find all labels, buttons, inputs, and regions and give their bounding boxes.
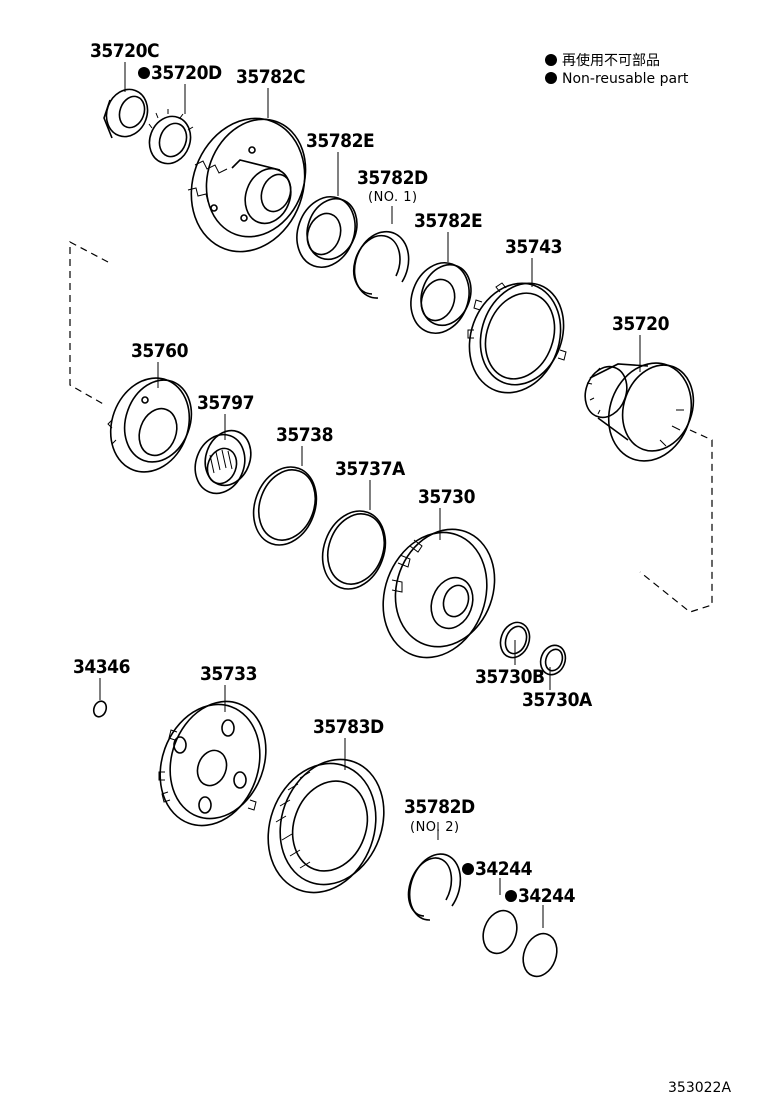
part-35797 <box>194 429 252 495</box>
part-35782C <box>187 117 307 253</box>
label-35720C: 35720C <box>90 40 160 62</box>
label-35743: 35743 <box>505 236 562 258</box>
legend-en-text: Non-reusable part <box>562 71 689 87</box>
diagram-reference-code: 353022A <box>668 1080 732 1096</box>
label-35720: 35720 <box>612 313 669 335</box>
part-35737A <box>321 510 387 590</box>
legend-english: Non-reusable part <box>545 71 688 87</box>
label-35782C: 35782C <box>236 66 306 88</box>
part-35743 <box>467 282 567 394</box>
legend-japanese: 再使用不可部品 <box>545 50 660 70</box>
non-reusable-dot-icon <box>505 890 517 902</box>
part-35720D <box>148 109 194 165</box>
label-35733: 35733 <box>200 663 257 685</box>
part-35730 <box>382 528 496 659</box>
part-35730B <box>499 621 531 659</box>
part-35783D <box>267 758 385 894</box>
part-35782E-a <box>296 196 358 268</box>
part-35782D-no2 <box>407 853 462 921</box>
part-35738 <box>252 466 318 546</box>
label-34244-b: 34244 <box>505 886 575 906</box>
part-34346 <box>92 700 108 718</box>
label-35730: 35730 <box>418 486 475 508</box>
non-reusable-dot-icon <box>545 72 557 84</box>
part-35782D-no1 <box>352 230 410 299</box>
part-35733 <box>158 700 267 827</box>
label-35782D-no1-sub: (NO. 1) <box>368 190 418 205</box>
non-reusable-dot-icon <box>462 863 474 875</box>
label-35782D-no2: 35782D <box>404 796 475 818</box>
part-35730A <box>539 644 567 676</box>
part-35720C <box>103 88 149 139</box>
label-35797: 35797 <box>197 392 254 414</box>
label-35782D-no2-sub: (NO. 2) <box>410 820 460 835</box>
part-35760 <box>107 377 193 473</box>
legend-ja-text: 再使用不可部品 <box>562 53 660 69</box>
part-34244-b <box>522 932 558 978</box>
part-34244-a <box>482 909 518 955</box>
part-35720 <box>584 362 695 462</box>
assembly-dashed-lines <box>69 241 713 613</box>
label-35760: 35760 <box>131 340 188 362</box>
label-34244-a: 34244 <box>462 859 532 879</box>
label-34244-b-text: 34244 <box>518 885 575 907</box>
label-35738: 35738 <box>276 424 333 446</box>
label-34244-a-text: 34244 <box>475 858 532 880</box>
non-reusable-dot-icon <box>138 67 150 79</box>
label-35730A: 35730A <box>522 689 592 711</box>
label-35783D: 35783D <box>313 716 384 738</box>
label-35720D: 35720D <box>138 63 222 83</box>
label-35737A: 35737A <box>335 458 405 480</box>
label-35720D-text: 35720D <box>151 62 222 84</box>
label-35782E-b: 35782E <box>414 210 483 232</box>
label-35782D-no1: 35782D <box>357 167 428 189</box>
label-34346: 34346 <box>73 656 130 678</box>
label-35730B: 35730B <box>475 666 545 688</box>
non-reusable-dot-icon <box>545 54 557 66</box>
label-35782E-a: 35782E <box>306 130 375 152</box>
part-35782E-b <box>410 262 472 334</box>
leader-lines <box>99 62 641 928</box>
